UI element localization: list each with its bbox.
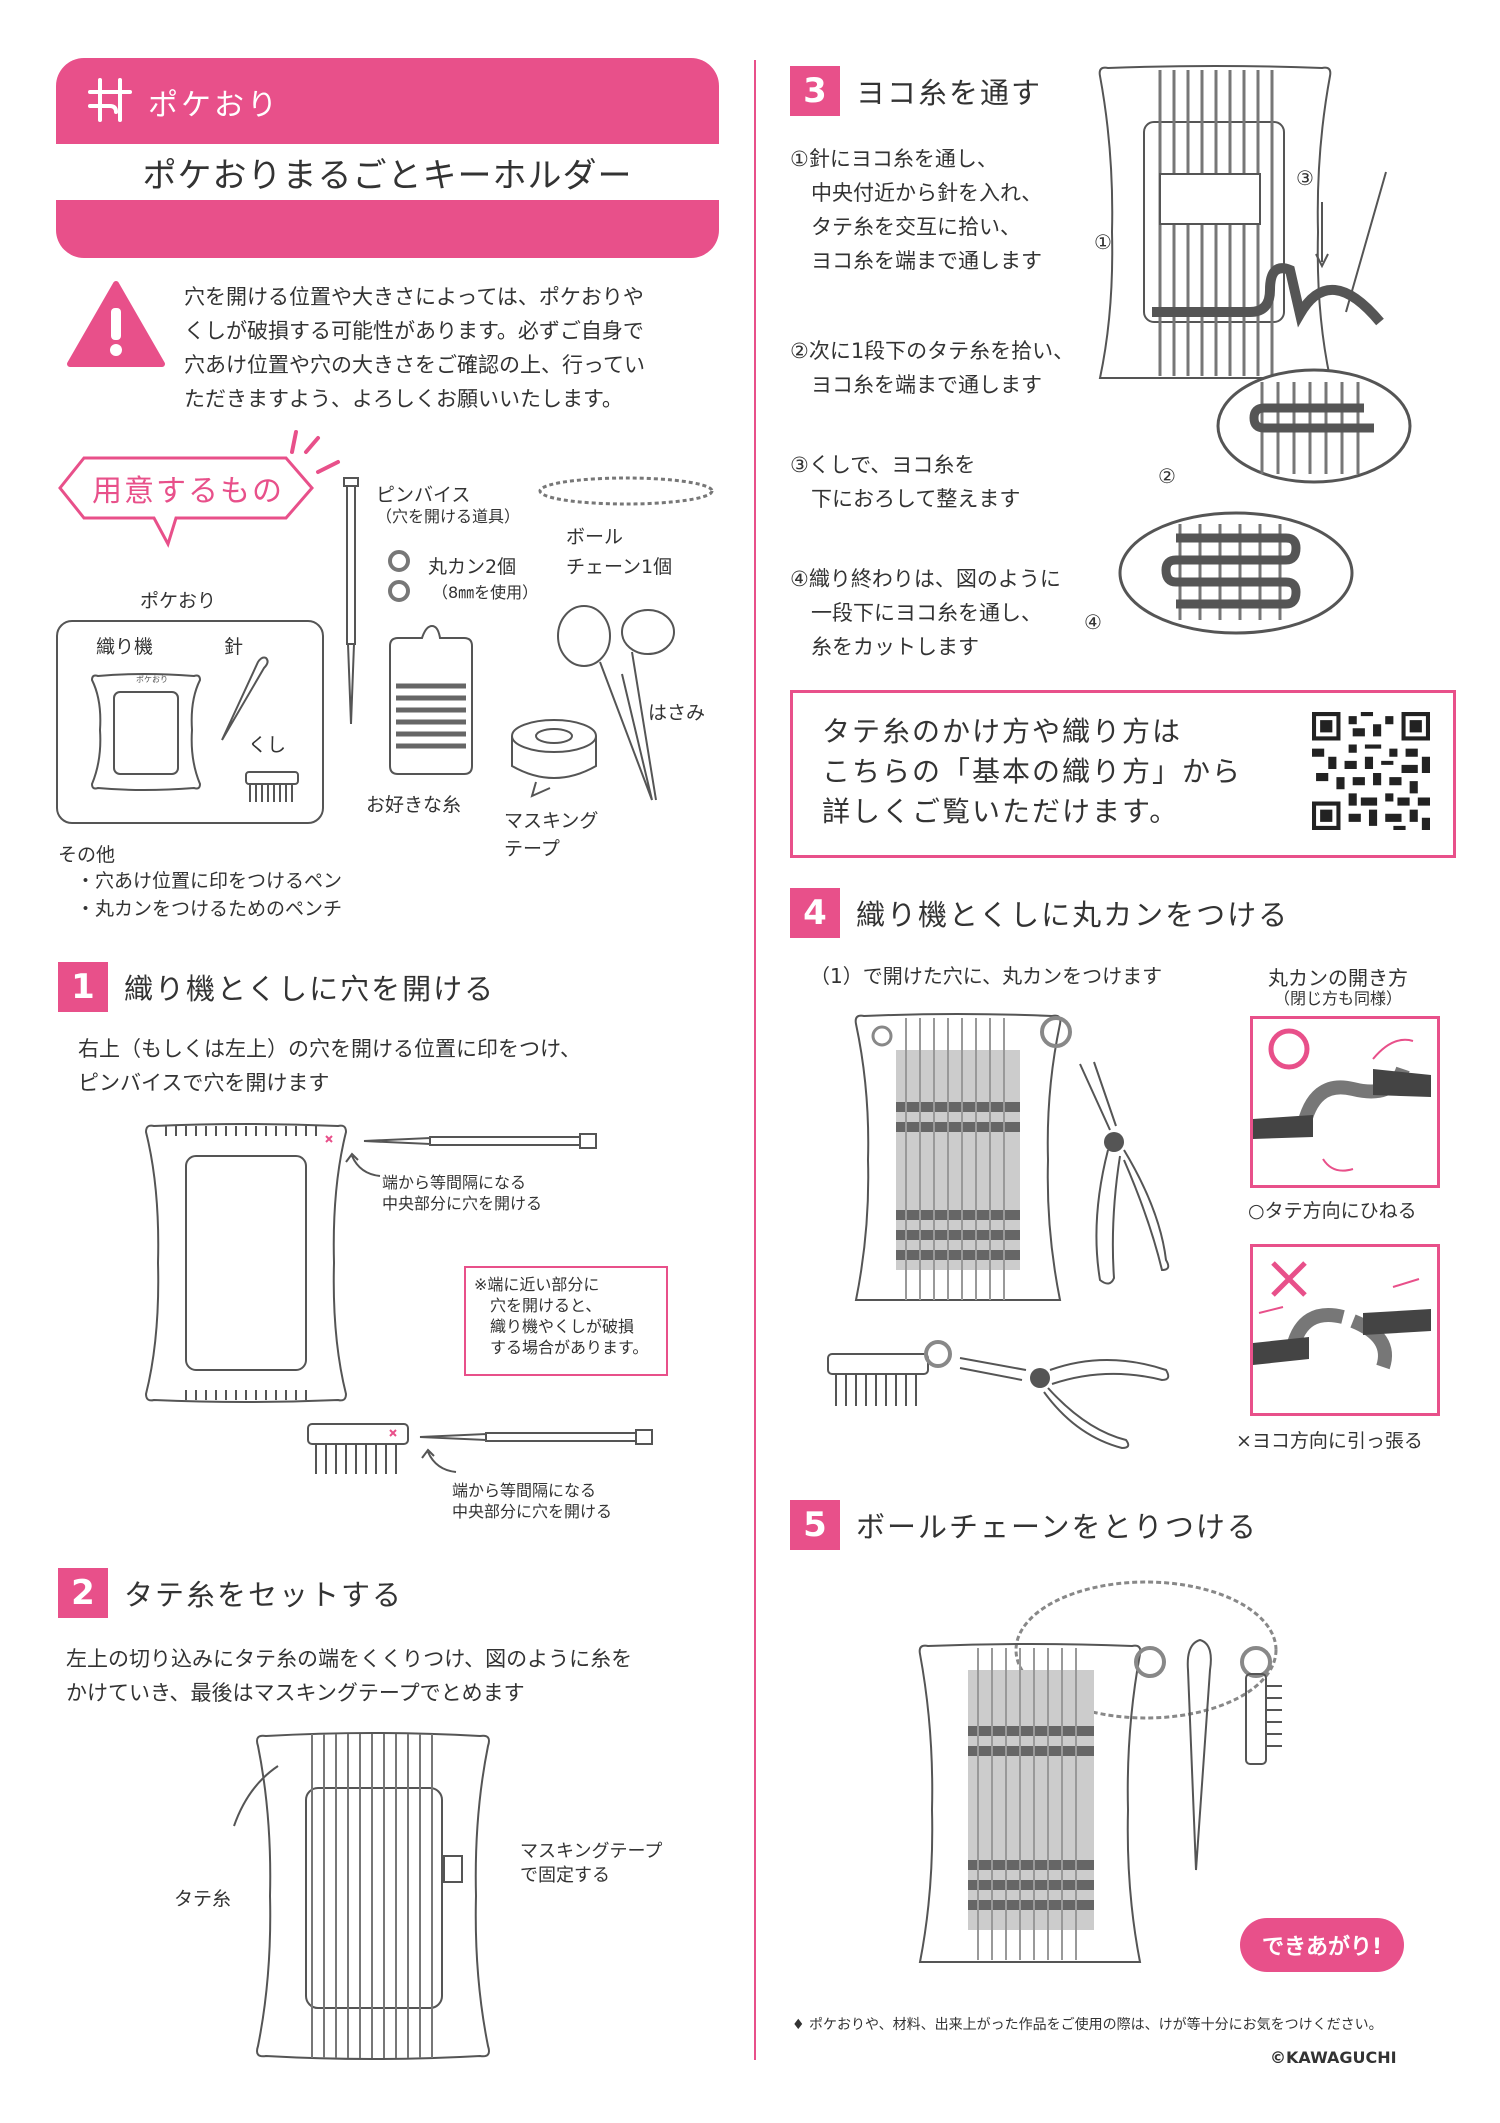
- step1-pin-vise-2: [419, 1429, 653, 1445]
- pliers-icon: [1079, 1061, 1170, 1285]
- finished-badge: できあがり!: [1240, 1918, 1404, 1972]
- pin-vise-label: ピンバイス: [376, 484, 471, 506]
- jump-ring-icons: [388, 550, 410, 602]
- ring-open-note: （閉じ方も同様）: [1274, 989, 1403, 1008]
- step4-text: （1）で開けた穴に、丸カンをつけます: [810, 964, 1163, 988]
- step1-note-box: [464, 1266, 668, 1376]
- step3-weaving-drawing: [1098, 65, 1387, 379]
- step1-callout-2: 端から等間隔になる中央部分に穴を開ける: [452, 1481, 613, 1521]
- info-box: [790, 690, 1456, 858]
- finished-keychain-drawing: [918, 1580, 1282, 1963]
- page-title: ポケおりまるごとキーホルダー: [142, 156, 633, 196]
- column-divider: [754, 60, 756, 2060]
- warning-text: 穴を開ける位置や大きさによっては、ポケおりやくしが破損する可能性があります。必ず…: [184, 285, 645, 411]
- step3-instruction-3: ③くしで、ヨコ糸を 下におろして整えます: [790, 453, 1021, 511]
- jump-ring-note: （8㎜を使用）: [432, 583, 539, 602]
- needle-icon: [221, 656, 269, 741]
- step1-comb-drawing: [307, 1423, 409, 1474]
- ring-open-ng-panel: [1250, 1244, 1440, 1416]
- info-text: タテ糸のかけ方や織り方はこちらの「基本の織り方」から詳しくご覧いただけます。: [822, 715, 1243, 828]
- loom-illustration: [90, 673, 202, 791]
- brand-name: ポケおり: [148, 88, 280, 123]
- ball-chain-icon: [538, 476, 714, 506]
- pokeori-kit-box: [56, 620, 324, 824]
- step3-number: 3: [790, 66, 840, 116]
- step1-arrow-icon-2: [421, 1448, 457, 1473]
- step5-title: ボールチェーンをとりつける: [856, 1510, 1258, 1544]
- ball-chain-label-1: ボール: [566, 526, 624, 548]
- pokeori-kit-label: ポケおり: [140, 590, 217, 612]
- ball-chain-label-2: チェーン1個: [566, 556, 673, 578]
- step2-warped-loom-drawing: [233, 1732, 490, 2060]
- step4-comb-with-ring: [827, 1340, 952, 1406]
- step1-callout-1: 端から等間隔になる中央部分に穴を開ける: [382, 1173, 543, 1213]
- tape-fix-label: マスキングテープで固定する: [520, 1841, 663, 1886]
- loom-brand-mark: ポケおり: [136, 675, 168, 684]
- warp-thread-label: タテ糸: [174, 1888, 232, 1910]
- comb-icon: [245, 771, 299, 802]
- pokeori-logo-icon: [88, 78, 132, 122]
- step1-text: 右上（もしくは左上）の穴を開ける位置に印をつけ、ピンバイスで穴を開けます: [78, 1037, 581, 1095]
- step4-loom-with-rings: [854, 1013, 1072, 1301]
- step1-arrow-icon: [345, 1152, 381, 1177]
- ring-open-ok-label: ○タテ方向にひねる: [1248, 1200, 1417, 1222]
- step2-number: 2: [58, 1568, 108, 1618]
- ring-open-ok-illustration: [1253, 1028, 1431, 1172]
- materials-heading: 用意するもの: [92, 474, 284, 509]
- scissors-label: はさみ: [648, 702, 706, 724]
- ring-open-title: 丸カンの開き方: [1268, 966, 1408, 990]
- step1-note: ※端に近い部分に 穴を開けると、 織り機やくしが破損 する場合があります。: [474, 1275, 649, 1357]
- step5-number: 5: [790, 1500, 840, 1550]
- step2-text: 左上の切り込みにタテ糸の端をくくりつけ、図のように糸をかけていき、最後はマスキン…: [66, 1647, 633, 1705]
- thread-spool-icon: [389, 624, 473, 775]
- step4-number: 4: [790, 888, 840, 938]
- step4-title: 織り機とくしに丸カンをつける: [856, 898, 1290, 932]
- tape-label-1: マスキング: [504, 810, 599, 832]
- step3-mark-3: ③: [1296, 166, 1314, 190]
- step3-instruction-4: ④織り終わりは、図のように 一段下にヨコ糸を通し、 糸をカットします: [790, 567, 1061, 659]
- footer-caution: ♦ ポケおりや、材料、出来上がった作品をご使用の際は、けが等十分にお気をつけくだ…: [792, 2017, 1383, 2033]
- step2-title: タテ糸をセットする: [124, 1578, 404, 1612]
- jump-ring-label: 丸カン2個: [428, 556, 517, 578]
- step3-mark-4: ④: [1084, 610, 1102, 634]
- pin-vise-icon: [343, 477, 359, 725]
- step3-zoom-row-2: [1216, 368, 1412, 484]
- pin-vise-note: （穴を開ける道具）: [376, 507, 521, 526]
- scissors-icon: [557, 605, 675, 801]
- materials-heading-frame: [58, 430, 340, 548]
- step3-title: ヨコ糸を通す: [856, 76, 1043, 110]
- comb-label: くし: [248, 734, 287, 756]
- tape-label-2: テープ: [504, 838, 560, 860]
- step3-zoom-finish: [1118, 511, 1354, 635]
- footer-copyright: ©KAWAGUCHI: [1270, 2048, 1397, 2067]
- step3-mark-2: ②: [1158, 464, 1176, 488]
- ring-open-ng-illustration: [1253, 1261, 1431, 1370]
- needle-label: 針: [224, 636, 244, 658]
- thread-label: お好きな糸: [366, 794, 462, 816]
- step1-title: 織り機とくしに穴を開ける: [124, 972, 496, 1006]
- other-item-pliers: ・丸カンをつけるためのペンチ: [76, 898, 343, 920]
- step3-mark-1: ①: [1094, 230, 1112, 254]
- pliers-icon-2: [959, 1357, 1170, 1450]
- ring-open-ok-panel: [1250, 1016, 1440, 1188]
- masking-tape-icon: [511, 719, 597, 798]
- header-title-band: [56, 144, 719, 200]
- step1-loom-drawing: [144, 1123, 348, 1403]
- step1-pin-vise: [363, 1133, 597, 1149]
- loom-label: 織り機: [96, 636, 154, 658]
- warning-icon: [67, 281, 165, 367]
- step3-instruction-2: ②次に1段下のタテ糸を拾い、 ヨコ糸を端まで通します: [790, 339, 1075, 397]
- qr-code-icon[interactable]: [1312, 712, 1430, 830]
- other-item-pen: ・穴あけ位置に印をつけるペン: [76, 870, 343, 892]
- step1-number: 1: [58, 962, 108, 1012]
- other-title: その他: [58, 844, 116, 866]
- step3-instruction-1: ①針にヨコ糸を通し、 中央付近から針を入れ、 タテ糸を交互に拾い、 ヨコ糸を端ま…: [790, 147, 1043, 273]
- ring-open-ng-label: ×ヨコ方向に引っ張る: [1236, 1430, 1423, 1452]
